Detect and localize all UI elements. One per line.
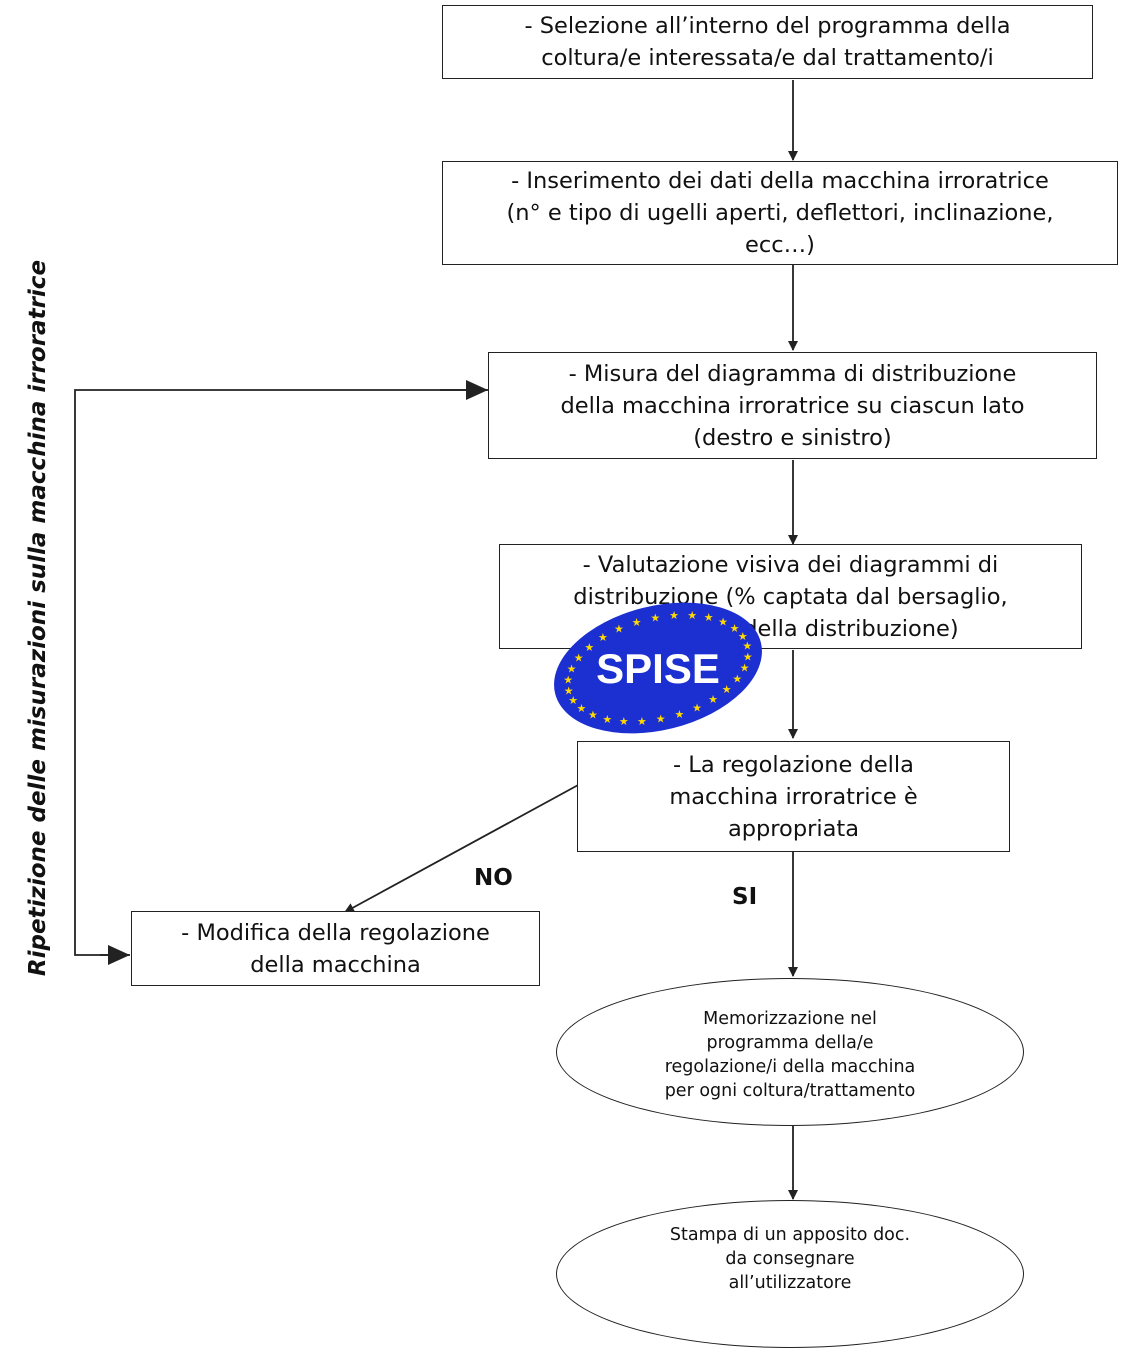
box-modifica-text: - Modifica della regolazione della macch…	[181, 919, 490, 978]
logo-star: ★	[732, 673, 742, 686]
box-misura-text: - Misura del diagramma di distribuzione …	[560, 360, 1025, 451]
logo-star: ★	[568, 694, 578, 707]
box-misura: - Misura del diagramma di distribuzione …	[488, 352, 1097, 459]
logo-star: ★	[708, 693, 718, 706]
logo-star: ★	[576, 702, 586, 715]
logo-star: ★	[574, 652, 584, 665]
ellipse-stampa-text: Stampa di un apposito doc. da consegnare…	[669, 1225, 911, 1293]
logo-star: ★	[584, 641, 594, 654]
logo-star: ★	[687, 609, 697, 622]
logo-star: ★	[564, 684, 574, 697]
logo-star: ★	[704, 611, 714, 624]
spise-logo: ★★★★★★★★★★★★★★★★★★★★★★★★★★★★★★ SPISE	[554, 602, 762, 734]
logo-star: ★	[742, 640, 752, 653]
logo-star: ★	[614, 623, 624, 636]
logo-star: ★	[722, 683, 732, 696]
flowchart: - Selezione all’interno del programma de…	[25, 5, 1118, 1348]
ellipse-memorizzazione-text: Memorizzazione nel programma della/e reg…	[664, 1009, 916, 1101]
connectors	[74, 80, 798, 1200]
logo-star: ★	[669, 609, 679, 622]
ellipse-stampa: Stampa di un apposito doc. da consegnare…	[556, 1200, 1024, 1348]
logo-text: SPISE	[596, 645, 720, 692]
box-regolazione: - La regolazione della macchina irroratr…	[577, 741, 1010, 852]
box-selezione: - Selezione all’interno del programma de…	[442, 5, 1093, 79]
logo-star: ★	[718, 616, 728, 629]
logo-ellipse	[554, 602, 762, 734]
label-si: SI	[732, 884, 758, 910]
arrow-no-modifica	[344, 783, 581, 913]
box-inserimento: - Inserimento dei dati della macchina ir…	[442, 161, 1118, 265]
label-no: NO	[474, 865, 513, 891]
logo-star: ★	[656, 713, 666, 726]
box-modifica: - Modifica della regolazione della macch…	[131, 911, 540, 986]
box-regolazione-text: - La regolazione della macchina irroratr…	[669, 751, 918, 842]
box-selezione-text: - Selezione all’interno del programma de…	[524, 13, 1011, 71]
logo-star: ★	[692, 701, 702, 714]
logo-star: ★	[567, 663, 577, 676]
logo-star: ★	[598, 631, 608, 644]
logo-star: ★	[674, 708, 684, 721]
logo-star: ★	[637, 715, 647, 728]
logo-star: ★	[563, 674, 573, 687]
logo-star: ★	[743, 650, 753, 663]
ellipse-memorizzazione: Memorizzazione nel programma della/e reg…	[556, 978, 1024, 1126]
logo-star: ★	[738, 630, 748, 643]
logo-star: ★	[650, 611, 660, 624]
side-label: Ripetizione delle misurazioni sulla macc…	[25, 259, 51, 977]
logo-stars: ★★★★★★★★★★★★★★★★★★★★★★★★★★★★★★	[563, 609, 753, 728]
logo-star: ★	[602, 713, 612, 726]
loop-connector	[74, 389, 488, 956]
logo-star: ★	[730, 622, 740, 635]
logo-star: ★	[632, 616, 642, 629]
logo-star: ★	[619, 715, 629, 728]
logo-star: ★	[740, 661, 750, 674]
logo-star: ★	[588, 709, 598, 722]
box-valutazione: - Valutazione visiva dei diagrammi di di…	[499, 544, 1082, 649]
box-inserimento-text: - Inserimento dei dati della macchina ir…	[506, 168, 1054, 258]
